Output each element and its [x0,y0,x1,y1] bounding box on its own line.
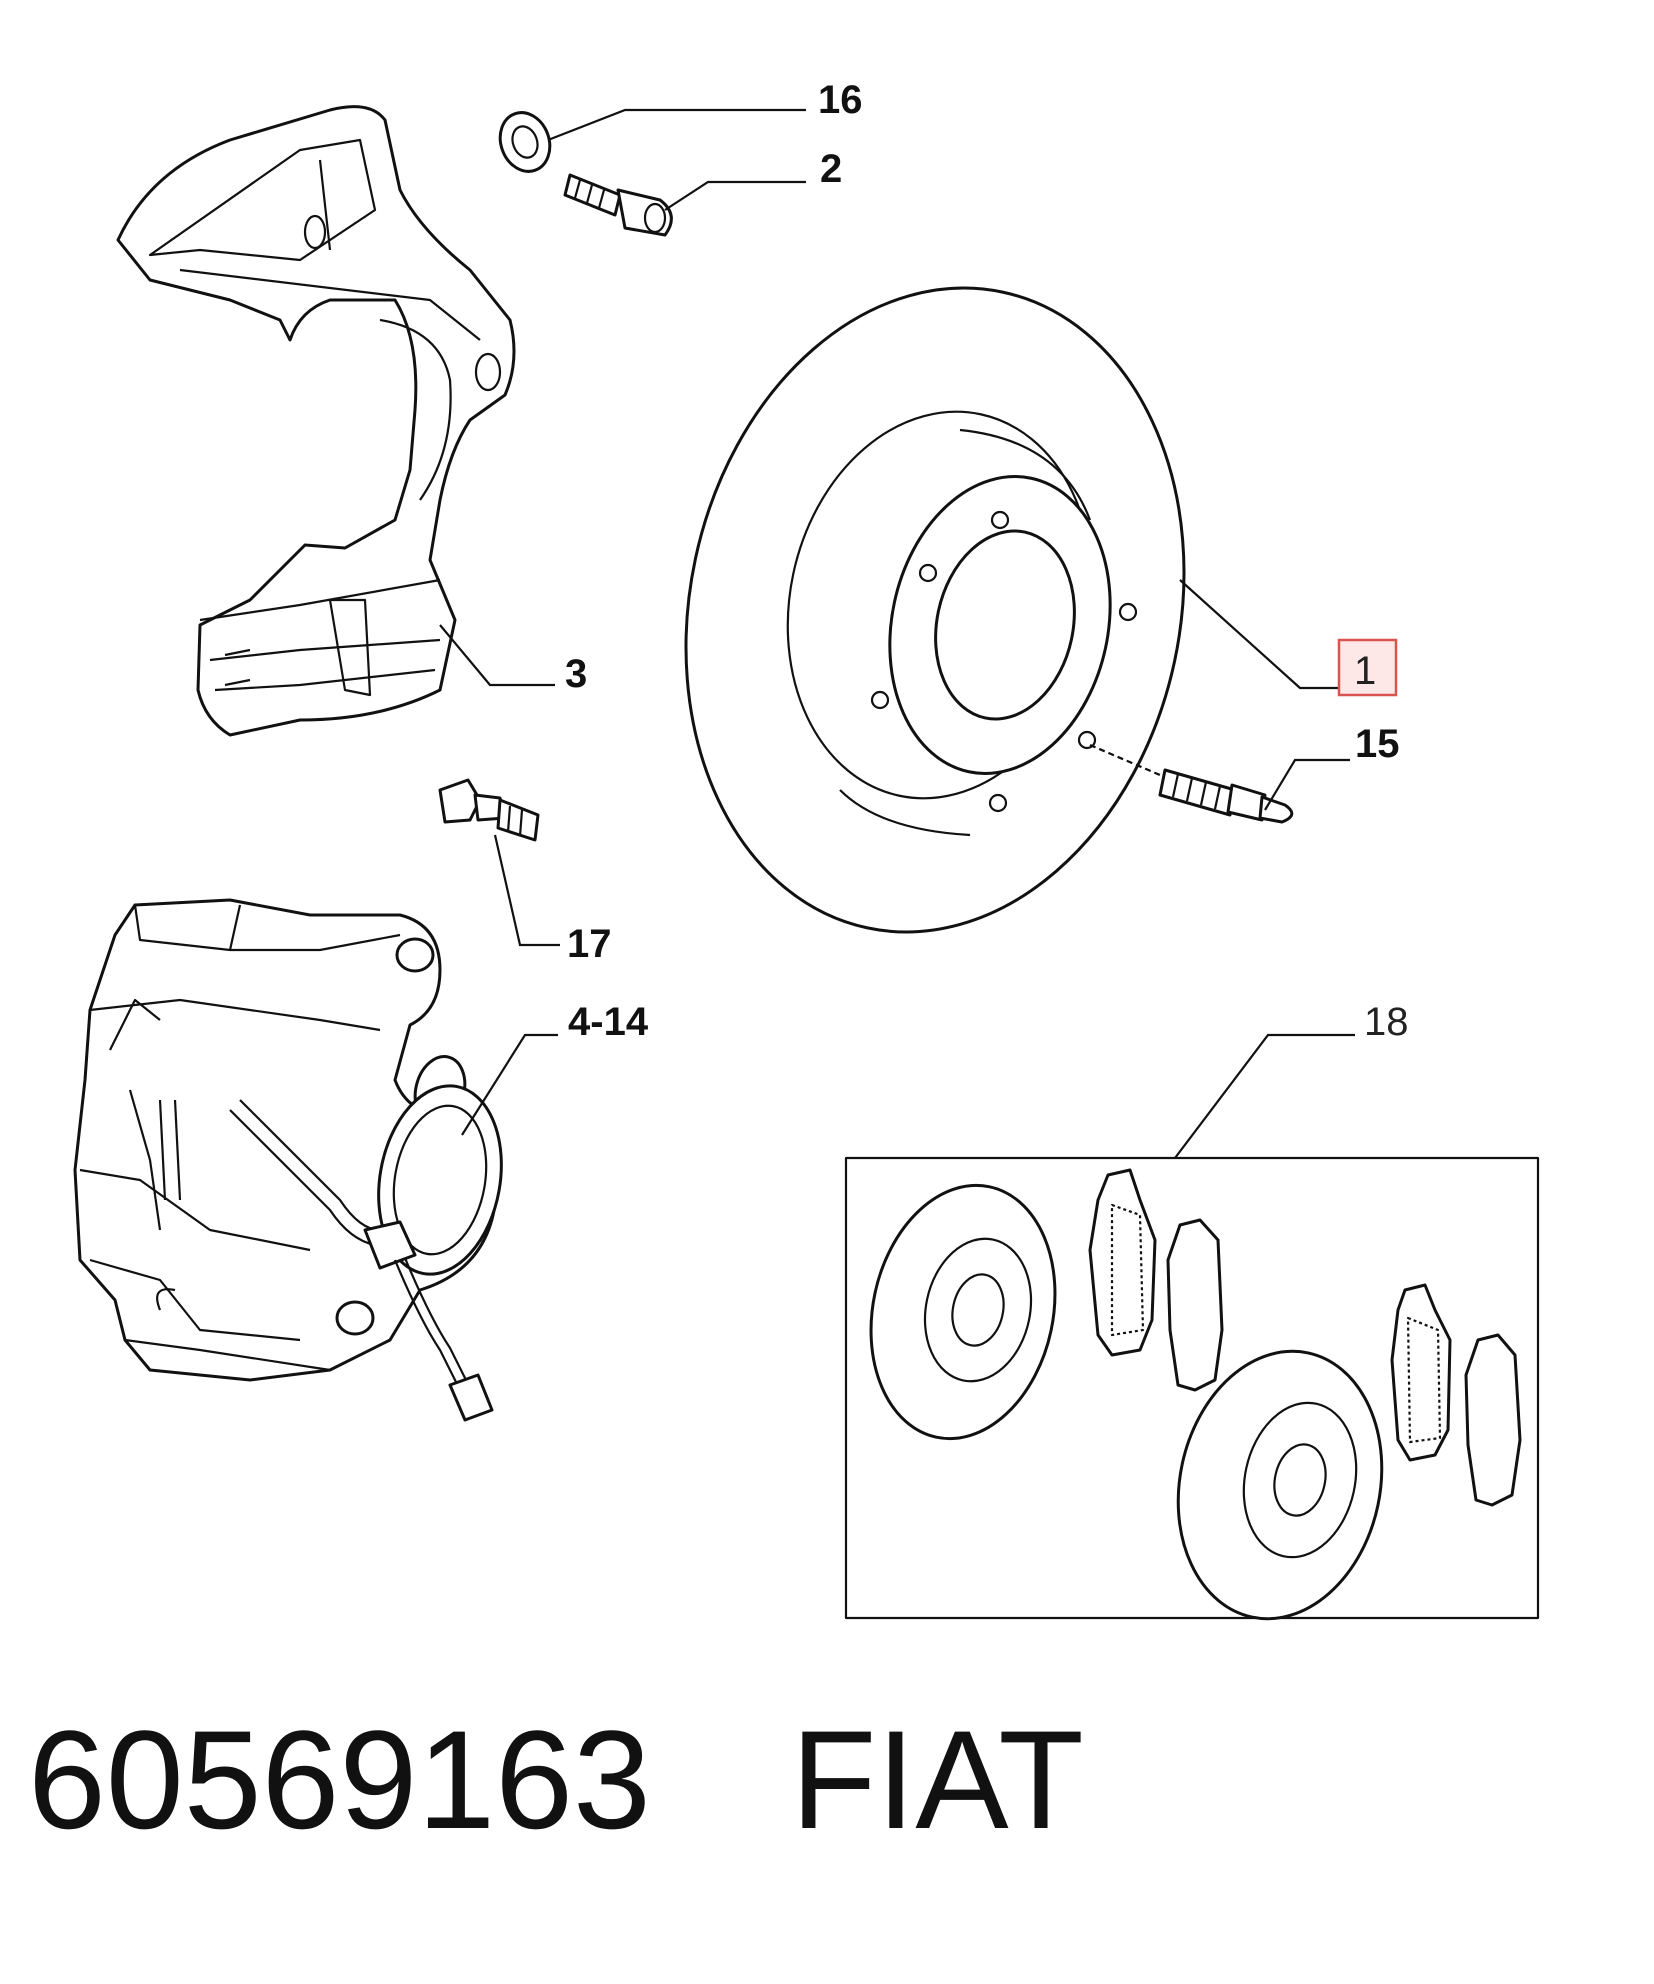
leader-15 [1264,758,1350,811]
caliper-assembly-part-4-14 [73,898,503,1422]
callout-2[interactable]: 2 [820,147,842,191]
part-number: 60569163 [28,1701,651,1858]
leader-2 [664,180,806,211]
callout-17[interactable]: 17 [567,922,612,966]
leader-16 [547,108,806,142]
bleed-screw-part-17 [438,778,540,842]
bolt-part-2 [563,173,673,237]
leader-17 [493,834,560,947]
leader-3 [439,624,555,687]
wear-sensor-cable [363,1220,494,1422]
selected-part-highlight [1337,638,1398,697]
footer-caption: 60569163 FIAT [28,1700,1084,1860]
leader-18 [1174,1033,1355,1159]
callout-15[interactable]: 15 [1355,722,1400,766]
brake-disc-part-1 [684,286,1186,934]
brake-kit-part-18 [844,1156,1540,1621]
callout-1[interactable]: 1 [1354,649,1376,693]
leader-lines [439,108,1355,1159]
callout-16[interactable]: 16 [818,78,863,122]
stud-holes [870,510,1138,813]
callout-18[interactable]: 18 [1364,1000,1409,1044]
washer-part-16 [498,111,552,173]
leader-1 [1179,579,1340,690]
callout-4-14[interactable]: 4-14 [568,1000,649,1044]
wheel-stud-part-15 [1089,743,1294,824]
callout-3[interactable]: 3 [565,652,587,696]
brand-name: FIAT [790,1701,1084,1858]
leader-4-14 [461,1033,558,1136]
dust-shield-part-3 [116,105,516,737]
